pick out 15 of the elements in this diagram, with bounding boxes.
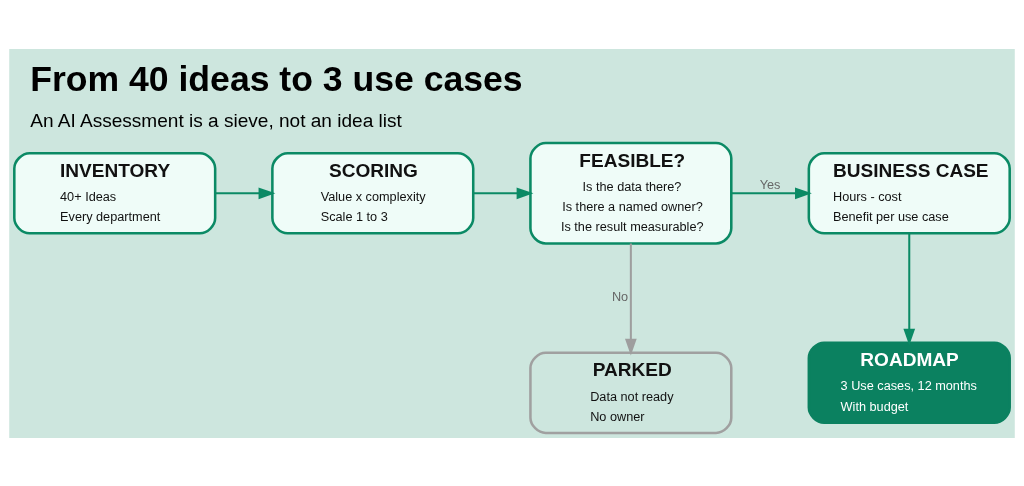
node-box: ROADMAP 3 Use cases, 12 months With budget [807, 340, 1011, 424]
node-box: PARKED Data not ready No owner [529, 351, 733, 434]
node-box: SCORING Value x complexity Scale 1 to 3 [271, 151, 475, 235]
arrow [473, 186, 534, 199]
node-box: BUSINESS CASE Hours - cost Benefit per use case [807, 151, 1011, 235]
edge-label: No [611, 288, 629, 304]
arrow [903, 232, 916, 345]
arrow [215, 186, 276, 199]
node-box: INVENTORY 40+ Ideas Every department [13, 151, 217, 235]
edge-label: Yes [759, 176, 781, 192]
arrow [624, 243, 637, 356]
arrow [731, 186, 812, 199]
diagram-title: From 40 ideas to 3 use cases [30, 58, 523, 99]
node-box: FEASIBLE? Is the data there? Is there a named owner? Is the result measurable? [529, 141, 733, 245]
caption: An AI Assessment is a sieve, not an idea list [30, 109, 402, 131]
